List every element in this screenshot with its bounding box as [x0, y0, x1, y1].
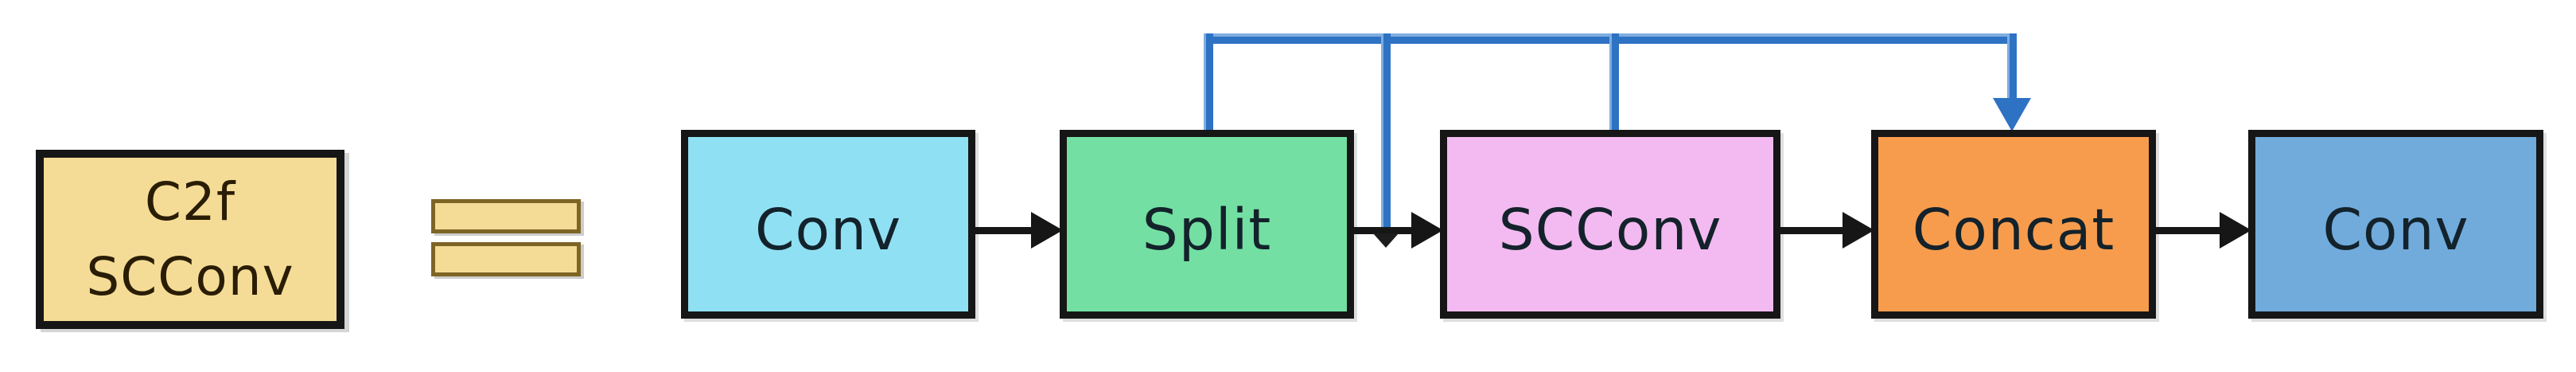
arrow-shaft [975, 227, 1033, 234]
block-scconv-label: SCConv [1498, 197, 1722, 263]
arrow-shaft [2156, 227, 2221, 234]
equals-bar-top [431, 199, 581, 233]
arrow-concat-to-conv2 [2156, 212, 2251, 249]
arrow-split-to-scconv [1354, 212, 1443, 249]
arrow-head-icon [1843, 212, 1874, 249]
skip-line-into-concat [2007, 33, 2017, 100]
c2f-label-line1: C2f [144, 170, 236, 233]
arrow-scconv-to-concat [1780, 212, 1874, 249]
block-scconv: SCConv [1440, 130, 1780, 319]
block-conv-1: Conv [681, 130, 975, 319]
c2f-scconv-label: C2f SCConv [86, 165, 294, 314]
block-split-label: Split [1142, 197, 1272, 263]
block-conv-2: Conv [2248, 130, 2543, 319]
arrow-conv1-to-split [975, 212, 1063, 249]
arrow-head-icon [2220, 212, 2251, 249]
arrow-shaft [1780, 227, 1844, 234]
equals-bar-bottom [431, 242, 581, 276]
block-conv-1-label: Conv [754, 197, 902, 263]
block-conv-2-label: Conv [2322, 197, 2469, 263]
arrow-shaft [1354, 227, 1413, 234]
arrow-head-icon [1411, 212, 1443, 249]
block-concat: Concat [1871, 130, 2156, 319]
c2f-scconv-summary-block: C2f SCConv [36, 150, 344, 329]
block-split: Split [1060, 130, 1354, 319]
skip-line-from-split-top [1204, 33, 1213, 139]
skip-down-arrowhead-icon [1993, 98, 2031, 131]
c2f-label-line2: SCConv [86, 245, 294, 307]
arrow-head-icon [1031, 212, 1063, 249]
block-concat-label: Concat [1912, 197, 2115, 263]
skip-junction-tip-icon [1373, 233, 1399, 248]
skip-line-to-split-scconv-arrow [1381, 33, 1391, 236]
skip-line-from-scconv-top [1609, 33, 1619, 139]
